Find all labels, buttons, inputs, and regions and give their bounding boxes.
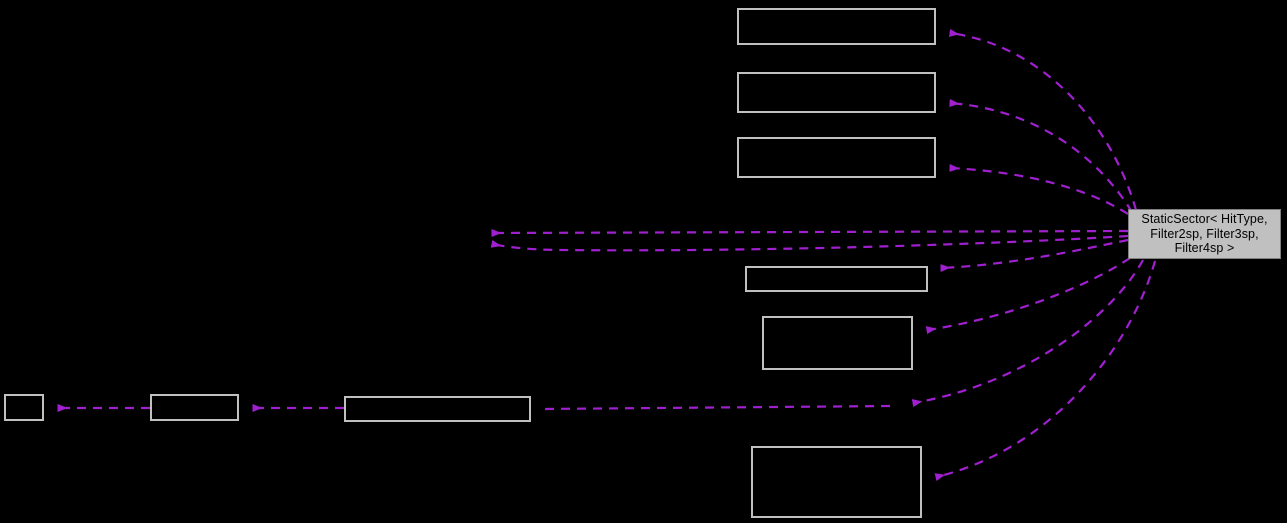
edge-main-to-node-4 — [940, 238, 1129, 273]
edge-main-to-node-2 — [949, 98, 1133, 213]
edge-main-to-left-a — [491, 229, 1129, 238]
graph-node-3[interactable] — [737, 137, 936, 178]
graph-node-1[interactable] — [737, 8, 936, 45]
graph-node-7[interactable] — [150, 394, 239, 421]
graph-node-2[interactable] — [737, 72, 936, 113]
graph-node-8[interactable] — [344, 396, 531, 422]
edge-main-to-node-3 — [949, 163, 1129, 215]
graph-node-staticsector[interactable]: StaticSector< HitType, Filter2sp, Filter… — [1128, 209, 1281, 259]
edge-main-to-node-5 — [925, 257, 1131, 335]
edge-main-to-node-9 — [934, 260, 1157, 482]
graph-node-6[interactable] — [4, 394, 44, 421]
edge-main-to-left-b — [490, 234, 1129, 252]
graph-node-9[interactable] — [751, 446, 922, 518]
edge-node-8-tail — [540, 404, 891, 411]
graph-node-4[interactable] — [745, 266, 928, 292]
graph-node-staticsector-label: StaticSector< HitType, Filter2sp, Filter… — [1141, 212, 1268, 256]
graph-node-5[interactable] — [762, 316, 913, 370]
edge-main-to-node-8 — [911, 259, 1144, 408]
edge-main-to-node-1 — [948, 28, 1138, 211]
